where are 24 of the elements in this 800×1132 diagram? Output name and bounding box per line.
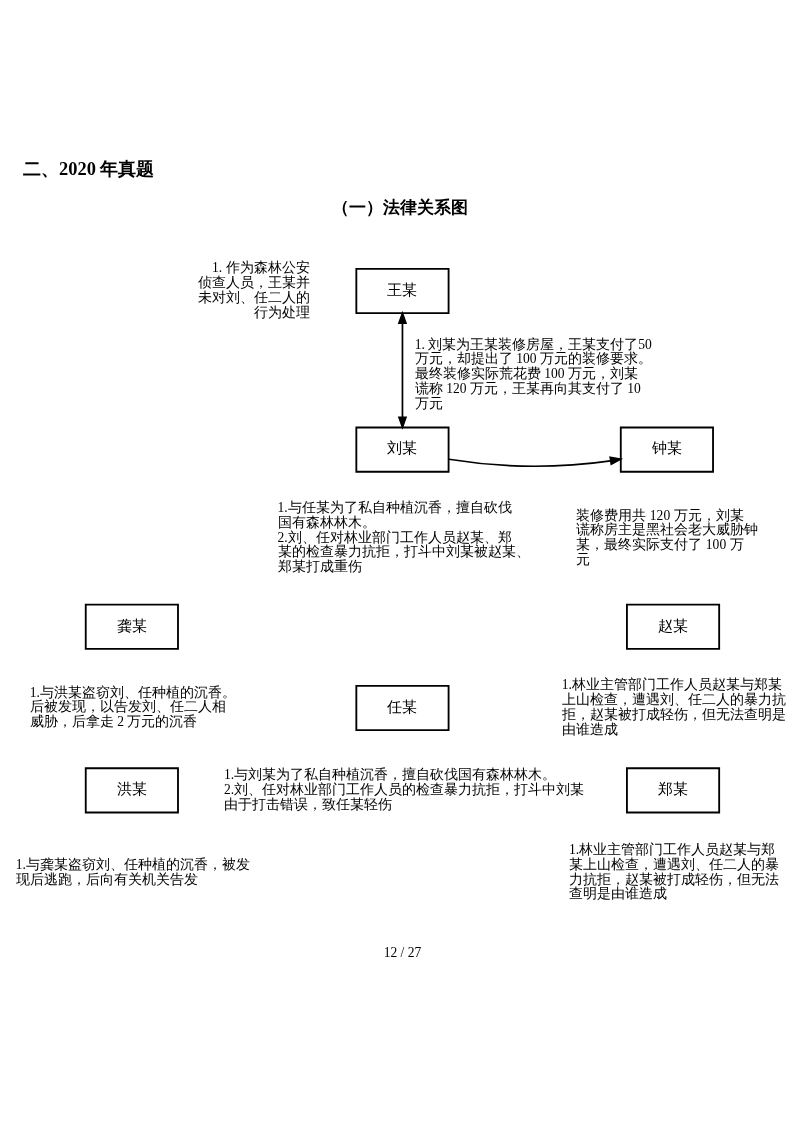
node-label: 装修费用共 120 万元，刘某谎称房主是黑社会老大威胁钟某，最终实际支付了 100 万元 <box>576 507 759 567</box>
edge-label: 1. 刘某为王某装修房屋，王某支付了50 万元，却提出了 100 万元的装修要求。最终装修实际荒花费 100 万元，刘某谎称 120 万元，王某再向其支付了 10 万元 <box>414 336 652 411</box>
node-label: 2.刘、任对林业部门工作人员赵某、郑某的检查暴力抗拒，打斗中刘某被赵某、郑某打成重伤 <box>277 529 530 574</box>
arrow <box>397 310 408 430</box>
label: 12 / 27 <box>383 944 422 960</box>
node-box: 赵某 <box>626 603 721 650</box>
node-box: 龚某 <box>84 603 179 650</box>
node-label: 1.林业主管部门工作人员赵某与郑某上山检查，遭遇刘、任二人的暴力抗拒，赵某被打成轻伤，但无法查明是由谁造成 <box>569 841 780 901</box>
node-label: 1.与洪某盗窃刘、任种植的沉香。后被发现，以告发刘、任二人相威胁，后拿走 2 万元的沉香 <box>29 684 236 729</box>
node-label: 1.与任某为了私自种植沉香，擅自砍伐国有森林林木。 <box>277 499 512 530</box>
node-label: 1. 作为森林公安侦查人员，王某并未对刘、任二人的行为处理 <box>197 259 310 320</box>
node-label: 2.刘、任对林业部门工作人员的检查暴力抗拒，打斗中刘某由于打击错误，致任某轻伤 <box>224 781 585 812</box>
node-label: 1.与刘某为了私自种植沉香，擅自砍伐国有森林林木。 <box>224 766 557 782</box>
arrow <box>448 455 624 467</box>
label: （一）法律关系图 <box>331 197 468 217</box>
node-box: 王某 <box>355 267 450 314</box>
node-box: 郑某 <box>626 766 721 813</box>
node-box: 刘某 <box>355 426 450 473</box>
node-box: 洪某 <box>84 766 179 813</box>
node-box: 钟某 <box>619 426 714 473</box>
diagram-title: 二、2020 年真题 <box>23 158 155 179</box>
node-label: 1.与龚某盗窃刘、任种植的沉香，被发现后逃跑，后向有关机关告发 <box>15 856 250 887</box>
node-box: 任某 <box>355 684 450 731</box>
node-label: 1.林业主管部门工作人员赵某与郑某上山检查，遭遇刘、任二人的暴力抗拒，赵某被打成轻伤，但无法查明是由谁造成 <box>561 676 786 737</box>
